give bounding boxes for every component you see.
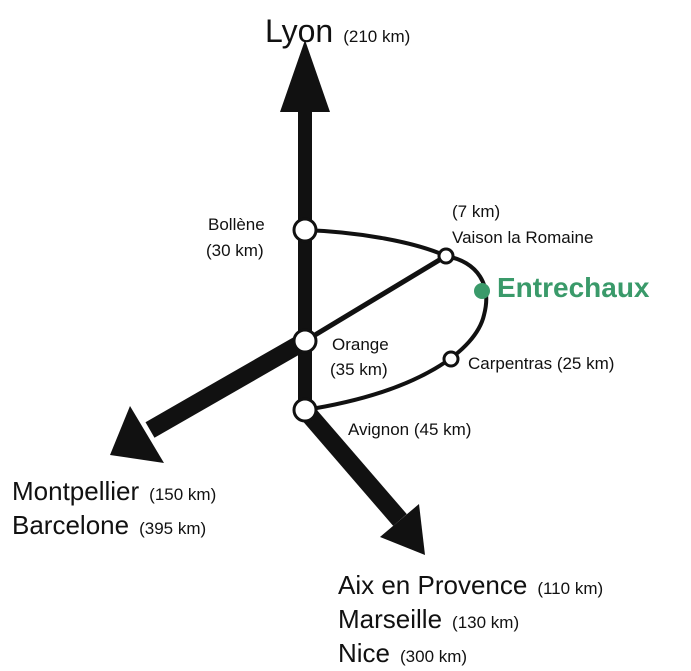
- avignon-marker: [292, 397, 318, 423]
- road-bollene-vaison: [304, 228, 447, 258]
- barcelone-label: Barcelone (395 km): [12, 510, 206, 540]
- lyon-label: Lyon (210 km): [265, 13, 410, 49]
- bollene-distance: (30 km): [206, 241, 264, 260]
- bollene-name: Bollène: [208, 215, 265, 234]
- avignon-label: Avignon (45 km): [348, 420, 471, 439]
- orange-marker: [292, 328, 318, 354]
- vaison-name: Vaison la Romaine: [452, 228, 593, 247]
- arrow-southeast-icon: [380, 504, 425, 555]
- aix-label: Aix en Provence (110 km): [338, 570, 603, 600]
- orange-name: Orange: [332, 335, 389, 354]
- highway-southwest: [145, 333, 310, 438]
- bollene-marker: [292, 217, 318, 243]
- vaison-marker: [437, 247, 455, 265]
- carpentras-label: Carpentras (25 km): [468, 354, 614, 373]
- road-vaison-orange: [303, 253, 448, 344]
- nice-label: Nice (300 km): [338, 638, 467, 668]
- highway-southeast: [298, 404, 407, 526]
- road-vaison-loop: [304, 254, 489, 412]
- arrow-southwest-icon: [110, 406, 164, 463]
- marseille-label: Marseille (130 km): [338, 604, 519, 634]
- arrow-north-icon: [280, 40, 330, 112]
- orange-distance: (35 km): [330, 360, 388, 379]
- carpentras-marker: [442, 350, 460, 368]
- entrechaux-label: Entrechaux: [497, 272, 650, 303]
- entrechaux-marker: [474, 283, 490, 299]
- vaison-distance: (7 km): [452, 202, 500, 221]
- montpellier-label: Montpellier (150 km): [12, 476, 216, 506]
